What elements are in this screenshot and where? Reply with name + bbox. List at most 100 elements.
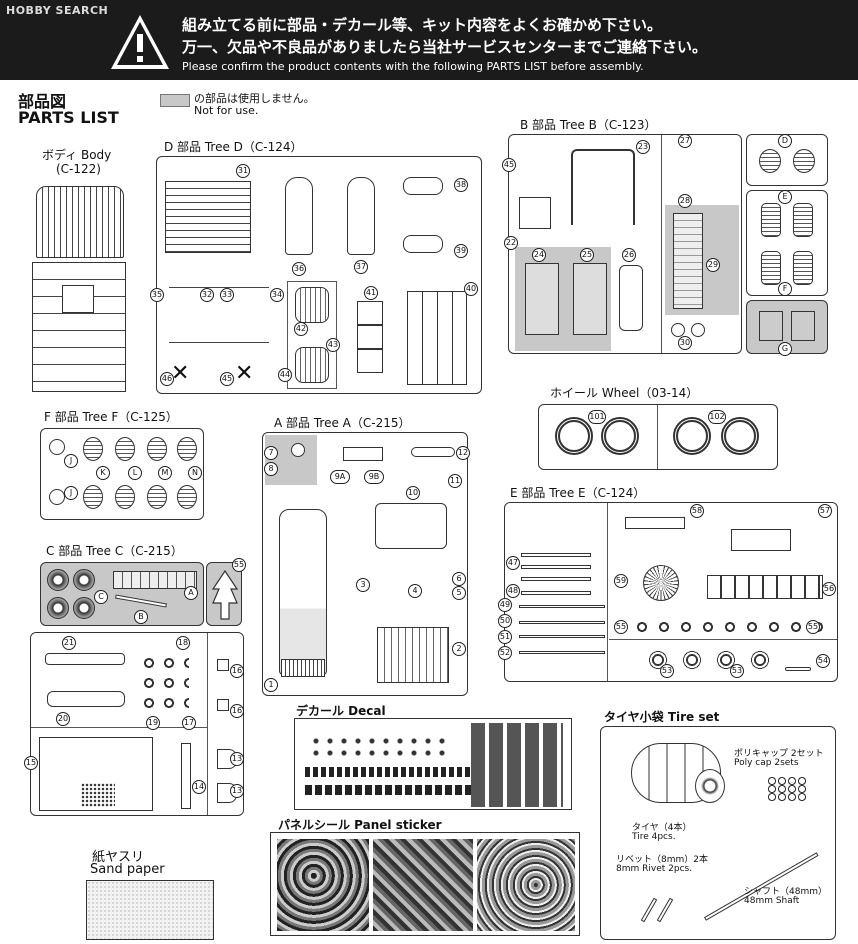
part-number: 21 [62, 636, 76, 650]
decal-sheet [294, 718, 572, 810]
tire-note-jp: タイヤ（4本） [632, 823, 692, 833]
part-number: D [778, 134, 792, 148]
c-axle-part [47, 691, 125, 707]
part-number: 4 [408, 584, 422, 598]
tree-d-frame: ✕ ✕ [156, 156, 482, 394]
c-bumper-part [45, 653, 125, 665]
f-lantern-7 [147, 485, 167, 509]
part-number: 42 [294, 322, 308, 336]
c-small-part-1 [217, 659, 229, 671]
e-pin-part [785, 667, 811, 671]
a-bracket-part [343, 447, 383, 461]
tree-d-label: D 部品 Tree D（C-124） [164, 140, 303, 154]
part-number: 57 [818, 504, 832, 518]
shaft-note-en: 48mm Shaft [744, 896, 800, 906]
tree-b-frame [508, 134, 742, 354]
body-side-part [32, 262, 126, 392]
sand-paper-en: Sand paper [90, 862, 165, 877]
part-number: 2 [452, 642, 466, 656]
part-number: 16 [230, 664, 244, 678]
part-number: 37 [354, 260, 368, 274]
panel-art-1 [277, 839, 369, 931]
a-chassis-part [279, 509, 327, 675]
part-number: 39 [454, 244, 468, 258]
wheel-frame [538, 404, 778, 470]
b-square-part [519, 197, 551, 229]
f-lantern-4 [177, 437, 197, 461]
tree-e-frame [504, 502, 838, 682]
part-number: 13 [230, 784, 244, 798]
e-rod-1 [521, 553, 591, 557]
part-number: 32 [200, 288, 214, 302]
panel-sticker-label: パネルシール Panel sticker [278, 818, 442, 832]
e-fan-part [643, 565, 679, 601]
d-panel-part [407, 291, 467, 385]
e-sign-part [731, 529, 791, 551]
rivet-note-jp: リベット（8mm）2本 [616, 855, 708, 865]
c-divider-v [207, 633, 208, 815]
e-divider-v [607, 503, 608, 681]
notice-jp-line2: 万一、欠品や不良品がありましたら当社サービスセンターまでご連絡下さい。 [182, 38, 708, 56]
part-number: 41 [364, 286, 378, 300]
wheel-part-1 [555, 417, 593, 455]
part-number: 12 [456, 446, 470, 460]
wheel-label: ホイール Wheel（03-14） [550, 386, 699, 400]
part-number: 15 [24, 756, 38, 770]
tire-set-frame [600, 726, 836, 940]
b-f-part-2 [793, 251, 813, 285]
b-e-part-1 [761, 203, 781, 237]
e-disc-row [641, 651, 781, 669]
a-bed-part [377, 627, 449, 683]
b-d-part-1 [759, 149, 781, 173]
b-divider [661, 135, 662, 353]
a-gray-area [265, 435, 317, 485]
part-number: 44 [278, 368, 292, 382]
wheel-part-4 [721, 417, 759, 455]
d-hand-part-2 [403, 235, 443, 253]
part-number: 24 [532, 248, 546, 262]
part-number: 48 [506, 584, 520, 598]
part-number: 11 [448, 474, 462, 488]
b-grille-part [673, 213, 703, 309]
tree-c-tree-frame [206, 562, 242, 626]
c-divider-h [31, 727, 207, 728]
part-number: 51 [498, 630, 512, 644]
d-ladder-part [357, 301, 383, 373]
c-rod-part [181, 743, 191, 809]
part-number: 58 [690, 504, 704, 518]
sand-paper-sheet [86, 880, 214, 940]
c-small-part-2 [217, 699, 229, 711]
b-panel-part-2 [573, 263, 607, 335]
tree-b-label: B 部品 Tree B（C-123） [520, 118, 657, 132]
notice-jp-line1: 組み立てる前に部品・デカール等、キット内容をよくお確かめ下さい。 [182, 16, 663, 34]
part-number: 9B [364, 470, 384, 484]
part-number: 55 [806, 620, 820, 634]
b-window-part [619, 265, 643, 331]
part-number: 59 [614, 574, 628, 588]
part-number: 36 [292, 262, 306, 276]
e-banner-part [625, 517, 685, 529]
body-window [62, 285, 94, 313]
decal-banners [471, 723, 563, 807]
rivet-part-1 [640, 897, 658, 923]
e-rod-5 [519, 605, 605, 608]
tire-end [695, 769, 725, 803]
part-number: 8 [264, 462, 278, 476]
wheel-part-3 [673, 417, 711, 455]
part-number: 26 [622, 248, 636, 262]
part-number: 47 [506, 556, 520, 570]
part-number: 35 [150, 288, 164, 302]
part-number: C [94, 590, 108, 604]
part-number: 50 [498, 614, 512, 628]
part-number: 18 [176, 636, 190, 650]
f-lantern-5 [83, 485, 103, 509]
part-number: 46 [160, 372, 174, 386]
part-number: 30 [678, 336, 692, 350]
tree-f-frame [40, 428, 204, 520]
c-dash-part [113, 571, 197, 589]
title-en: PARTS LIST [18, 108, 119, 127]
tire-set-label: タイヤ小袋 Tire set [604, 710, 720, 724]
e-rod-4 [521, 591, 591, 595]
rivet-note-en: 8mm Rivet 2pcs. [616, 864, 693, 874]
d-figure-part-1 [285, 177, 313, 255]
